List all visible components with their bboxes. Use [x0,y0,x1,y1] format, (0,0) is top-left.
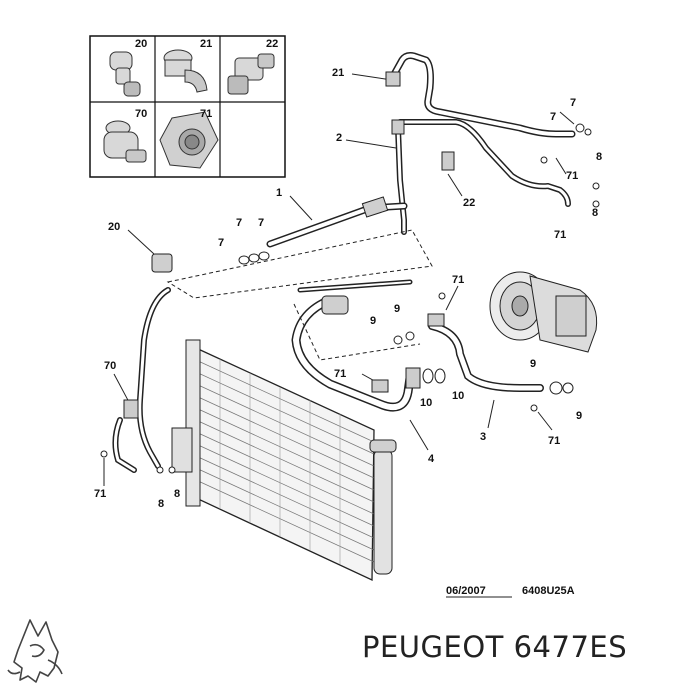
callout-2: 2 [336,132,342,144]
callout-7-top: 7 [570,97,576,109]
callout-9-comp-a: 9 [530,358,536,370]
footer-date: 06/2007 [446,585,486,597]
compressor [489,271,598,353]
callout-71-comp: 71 [548,435,560,447]
switch-22-icon [227,53,275,95]
diagram-footer: 06/2007 6408U25A [446,585,575,598]
brand-part-number: PEUGEOT 6477ES [362,630,628,664]
peugeot-lion-logo [7,619,63,683]
callout-71-right: 71 [554,229,566,241]
callout-7-left-b: 7 [258,217,264,229]
callout-71-hose: 71 [334,368,346,380]
callout-8-bottom-b: 8 [174,488,180,500]
callout-9-mid-b: 9 [394,303,400,315]
callout-10-b: 10 [452,390,464,402]
callout-7-top-2: 7 [550,111,556,123]
hose-network [112,52,576,473]
callout-70: 70 [104,360,116,372]
valve-20-icon [109,51,141,97]
callout-1: 1 [276,187,282,199]
callout-21: 21 [332,67,344,79]
clip-70-icon [103,120,147,163]
cap-21-icon [163,49,208,93]
inset-label-20: 20 [135,38,147,50]
inset-label-70: 70 [135,108,147,120]
callout-7-left-a: 7 [236,217,242,229]
callout-71-top: 71 [566,170,578,182]
leader-lines [103,73,575,486]
callout-8-top: 8 [596,151,602,163]
callout-10-a: 10 [420,397,432,409]
callout-labels: 21 2 7 7 71 8 22 8 71 1 20 7 7 7 71 9 9 … [94,67,602,510]
callout-8-right: 8 [592,207,598,219]
callout-3: 3 [480,431,486,443]
condenser [171,339,397,582]
inset-label-21: 21 [200,38,212,50]
callout-71-bottom: 71 [94,488,106,500]
fittings [100,71,600,474]
parts-inset-box: 20 21 22 70 71 [89,35,286,178]
callout-8-bottom-a: 8 [158,498,164,510]
callout-20: 20 [108,221,120,233]
callout-71-mid: 71 [452,274,464,286]
inset-label-22: 22 [266,38,278,50]
nut-71-icon [159,111,219,169]
callout-7-left-c: 7 [218,237,224,249]
callout-4: 4 [428,453,435,465]
callout-22: 22 [463,197,475,209]
footer-ref: 6408U25A [522,585,575,597]
dashed-guides [166,229,433,361]
inset-label-71: 71 [200,108,212,120]
callout-9-mid-a: 9 [370,315,376,327]
callout-9-comp-b: 9 [576,410,582,422]
